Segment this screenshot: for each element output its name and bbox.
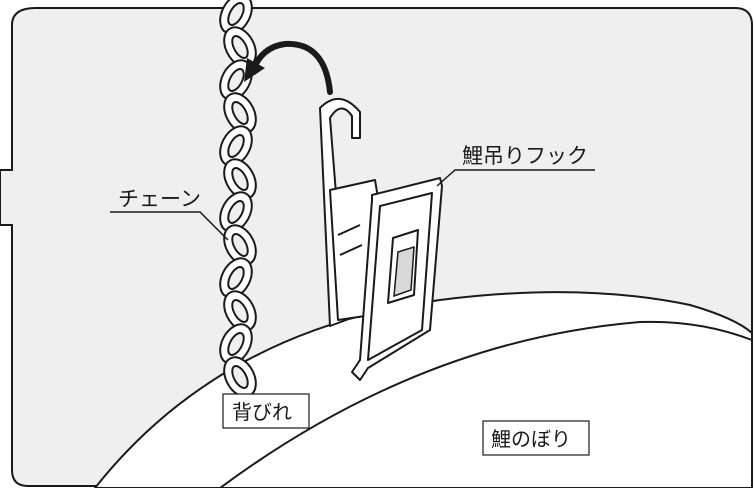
label-fin: 背びれ	[232, 400, 292, 424]
hook-back-plate	[319, 98, 361, 327]
chain-link-hole	[227, 2, 245, 26]
chain-link-hole	[231, 35, 249, 59]
label-koinobori: 鯉のぼり	[491, 427, 571, 451]
chain-link-hole	[227, 266, 245, 290]
chain-link-hole	[231, 299, 249, 323]
hook-clip-window-inner	[393, 245, 415, 298]
chain-link-hole	[231, 101, 249, 125]
hook	[319, 98, 443, 381]
label-hook: 鯉吊りフック	[462, 144, 588, 168]
chain-link-hole	[231, 233, 249, 257]
leader-chain	[110, 211, 229, 241]
label-koinobori-box: 鯉のぼり	[482, 420, 590, 456]
chain-link-hole	[231, 167, 249, 191]
chain	[219, 0, 257, 398]
chain-link-hole	[227, 68, 245, 92]
label-fin-box: 背びれ	[222, 393, 310, 429]
curved-arrow-icon	[244, 40, 333, 95]
chain-link-hole	[227, 200, 245, 224]
chain-link-hole	[227, 332, 245, 356]
label-chain: チェーン	[118, 187, 201, 211]
chain-link-hole	[231, 365, 249, 389]
chain-link-hole	[227, 134, 245, 158]
koinobori-lower-fold	[218, 320, 753, 488]
leader-hook	[436, 169, 595, 187]
